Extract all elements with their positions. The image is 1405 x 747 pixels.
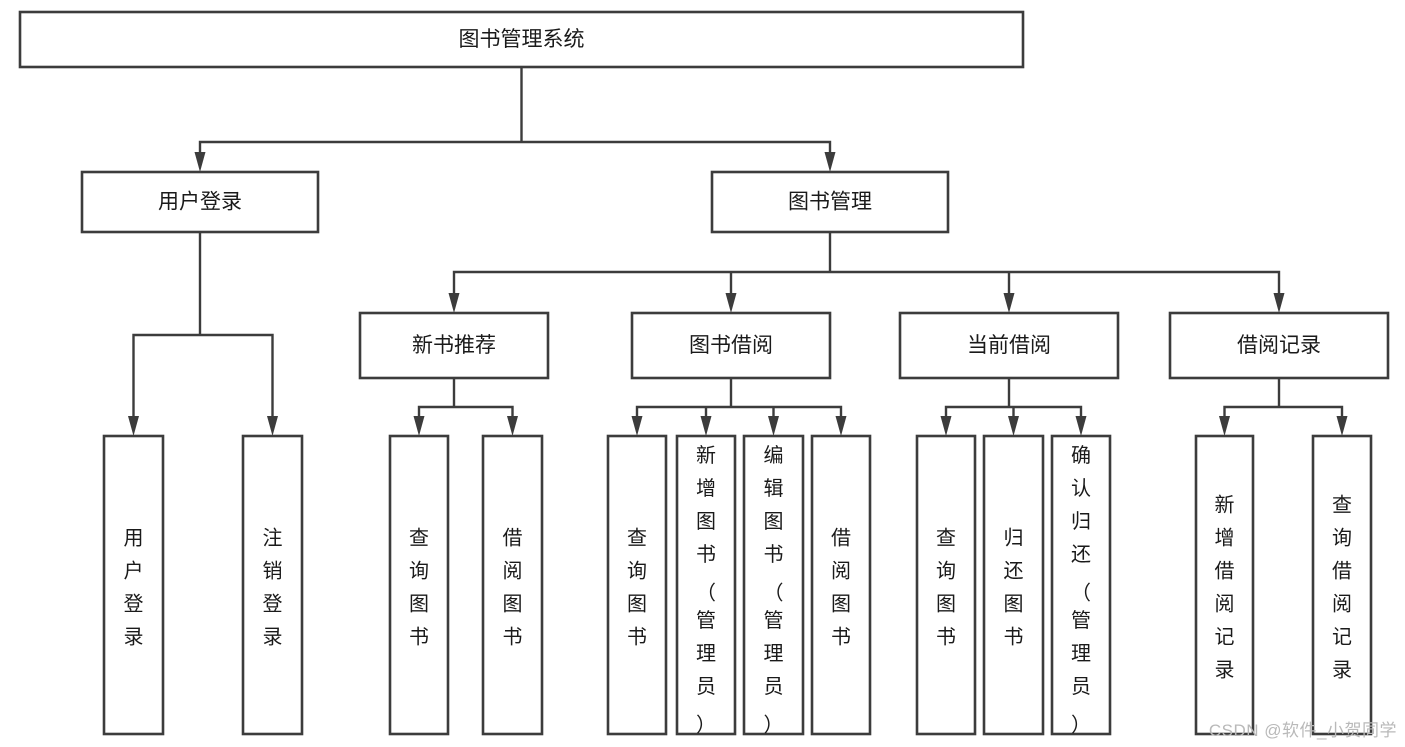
arrow-head-icon: [507, 416, 518, 436]
arrow-head-icon: [700, 416, 712, 436]
node-box-edit-book-admin: [742, 434, 805, 736]
node-query-book-1[interactable]: 查询图书: [388, 434, 450, 736]
arrow-head-icon: [267, 416, 278, 436]
node-label-borrow-records: 借阅记录: [1237, 334, 1321, 357]
node-label-edit-book-admin: 编辑图书（管理员）: [764, 444, 784, 736]
connector-line: [1223, 376, 1344, 419]
node-user-login[interactable]: 用户登录: [80, 170, 320, 234]
node-label-query-book-3: 查询图书: [936, 527, 956, 649]
node-user-logout[interactable]: 注销登录: [241, 434, 304, 736]
arrow-head-icon: [768, 416, 779, 436]
node-box-return-book: [982, 434, 1045, 736]
node-label-new-book-recommend: 新书推荐: [412, 334, 496, 357]
node-book-borrow[interactable]: 图书借阅: [630, 311, 832, 380]
node-query-book-2[interactable]: 查询图书: [606, 434, 668, 736]
node-current-borrow[interactable]: 当前借阅: [898, 311, 1120, 380]
node-label-borrow-book-2: 借阅图书: [831, 527, 851, 649]
node-label-query-borrow-record: 查询借阅记录: [1332, 494, 1352, 682]
arrow-head-icon: [1008, 416, 1019, 436]
node-box-new-book-recommend: [358, 311, 550, 380]
connector-line: [417, 376, 514, 419]
node-label-query-book-2: 查询图书: [627, 527, 647, 649]
node-add-borrow-record[interactable]: 新增借阅记录: [1194, 434, 1255, 736]
node-label-borrow-book-1: 借阅图书: [503, 527, 523, 649]
arrow-head-icon: [1003, 293, 1015, 313]
node-box-user-login: [80, 170, 320, 234]
node-box-query-book-1: [388, 434, 450, 736]
connector-line: [452, 230, 1281, 296]
arrow-head-icon: [725, 293, 737, 313]
arrow-head-icon: [824, 152, 836, 172]
node-box-borrow-records: [1168, 311, 1390, 380]
node-box-root: [18, 10, 1025, 69]
node-borrow-records[interactable]: 借阅记录: [1168, 311, 1390, 380]
connector-layer: [128, 65, 1348, 436]
arrow-head-icon: [1219, 416, 1230, 436]
node-layer: 图书管理系统用户登录图书管理用户登录注销登录新书推荐查询图书借阅图书图书借阅查询…: [18, 10, 1390, 737]
node-book-management[interactable]: 图书管理: [710, 170, 950, 234]
node-label-query-book-1: 查询图书: [409, 527, 429, 649]
node-box-query-book-2: [606, 434, 668, 736]
node-label-confirm-return-admin: 确认归还（管理员）: [1071, 444, 1091, 736]
node-label-user-login-do: 用户登录: [124, 528, 144, 649]
csdn-watermark: CSDN @软件_小贺同学: [1208, 721, 1397, 740]
node-box-add-book-admin: [675, 434, 737, 736]
node-label-add-borrow-record: 新增借阅记录: [1215, 494, 1235, 682]
node-box-add-borrow-record: [1194, 434, 1255, 736]
arrow-head-icon: [413, 416, 425, 436]
node-box-borrow-book-1: [481, 434, 544, 736]
node-box-query-borrow-record: [1311, 434, 1373, 736]
arrow-head-icon: [128, 416, 139, 436]
arrow-head-icon: [940, 416, 952, 436]
node-box-book-borrow: [630, 311, 832, 380]
node-borrow-book-2[interactable]: 借阅图书: [810, 434, 872, 736]
node-label-user-login: 用户登录: [158, 191, 242, 214]
arrow-head-icon: [835, 416, 847, 436]
arrow-head-icon: [1273, 293, 1285, 313]
node-label-current-borrow: 当前借阅: [967, 334, 1051, 357]
node-query-borrow-record[interactable]: 查询借阅记录: [1311, 434, 1373, 736]
node-borrow-book-1[interactable]: 借阅图书: [481, 434, 544, 736]
node-user-login-do[interactable]: 用户登录: [102, 434, 165, 736]
node-edit-book-admin[interactable]: 编辑图书（管理员）: [742, 434, 805, 737]
node-query-book-3[interactable]: 查询图书: [915, 434, 977, 736]
node-label-user-logout: 注销登录: [263, 527, 283, 649]
node-return-book[interactable]: 归还图书: [982, 434, 1045, 736]
arrow-head-icon: [1336, 416, 1348, 436]
arrow-head-icon: [448, 293, 460, 313]
node-box-user-login-do: [102, 434, 165, 736]
node-box-user-logout: [241, 434, 304, 736]
arrow-head-icon: [1075, 416, 1087, 436]
node-box-current-borrow: [898, 311, 1120, 380]
node-add-book-admin[interactable]: 新增图书（管理员）: [675, 434, 737, 737]
node-box-query-book-3: [915, 434, 977, 736]
connector-line: [635, 376, 843, 419]
node-box-borrow-book-2: [810, 434, 872, 736]
connector-line: [944, 376, 1083, 419]
node-box-book-management: [710, 170, 950, 234]
node-label-book-borrow: 图书借阅: [689, 334, 773, 357]
node-label-book-management: 图书管理: [788, 191, 872, 214]
arrow-head-icon: [194, 152, 206, 172]
connector-line: [132, 230, 274, 419]
node-confirm-return-admin[interactable]: 确认归还（管理员）: [1050, 434, 1112, 737]
node-root[interactable]: 图书管理系统: [18, 10, 1025, 69]
node-box-confirm-return-admin: [1050, 434, 1112, 736]
node-label-return-book: 归还图书: [1004, 527, 1024, 649]
connector-line: [198, 65, 832, 155]
node-new-book-recommend[interactable]: 新书推荐: [358, 311, 550, 380]
node-label-root: 图书管理系统: [459, 28, 585, 51]
node-label-add-book-admin: 新增图书（管理员）: [696, 444, 716, 736]
arrow-head-icon: [631, 416, 643, 436]
